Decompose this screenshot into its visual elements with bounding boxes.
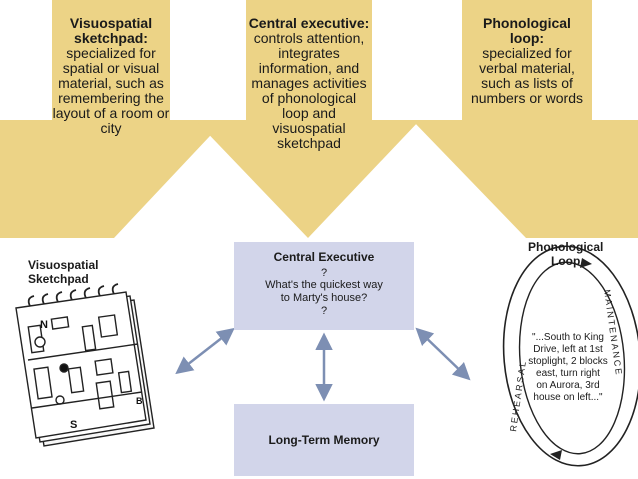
loop-line-1: "...South to King bbox=[532, 332, 604, 343]
callout-central-text: controls attention, integrates informati… bbox=[251, 30, 367, 151]
map-label-s: S bbox=[70, 419, 77, 431]
loop-line-2: Drive, left at 1st bbox=[533, 344, 603, 355]
connector-ce-pl bbox=[415, 327, 471, 381]
arrow-phonological bbox=[412, 0, 638, 238]
map-label-n: N bbox=[40, 319, 48, 331]
arrow-visuospatial bbox=[0, 0, 225, 238]
loop-line-5: on Aurora, 3rd bbox=[536, 380, 600, 391]
sketchpad-drawing bbox=[15, 283, 155, 447]
callout-central-title: Central executive: bbox=[248, 15, 370, 31]
sketchpad-title-line-1: Visuospatial bbox=[28, 258, 99, 272]
loop-arrowhead-top bbox=[580, 258, 592, 268]
connector-ce-vs bbox=[175, 327, 235, 375]
callout-phonological-text: specialized for verbal material, such as… bbox=[470, 45, 584, 106]
sketchpad-title: Visuospatial Sketchpad bbox=[28, 258, 98, 286]
callout-phonological: Phonological loop: specialized for verba… bbox=[466, 16, 588, 106]
callout-phonological-title: Phonological loop: bbox=[483, 15, 571, 46]
arrow-central bbox=[195, 0, 420, 238]
phonological-title-line-2: Loop bbox=[551, 254, 581, 268]
loop-line-4: east, turn right bbox=[536, 368, 600, 379]
loop-arrowhead-bottom bbox=[550, 450, 562, 460]
map-label-b: B bbox=[136, 396, 143, 406]
phonological-title-line-1: Phonological bbox=[528, 240, 604, 254]
question-mark-top: ? bbox=[320, 267, 328, 279]
loop-line-6: house on left..." bbox=[533, 392, 603, 403]
phonological-loop-title: Phonological Loop bbox=[528, 240, 603, 268]
loop-rehearsal-text: "...South to King Drive, left at 1st sto… bbox=[528, 332, 608, 404]
callout-visuospatial: Visuospatial sketchpad: specialized for … bbox=[52, 16, 170, 136]
long-term-memory-box: Long-Term Memory bbox=[234, 404, 414, 476]
loop-outer-ellipse bbox=[502, 245, 638, 467]
callout-visuospatial-text: specialized for spatial or visual materi… bbox=[52, 45, 170, 136]
callout-visuospatial-title: Visuospatial sketchpad: bbox=[69, 15, 153, 46]
question-mark-bottom: ? bbox=[320, 305, 328, 317]
loop-line-3: stoplight, 2 blocks bbox=[528, 356, 608, 367]
loop-inner-ellipse bbox=[518, 261, 626, 455]
sketchpad-title-line-2: Sketchpad bbox=[28, 272, 89, 286]
question-line-2: to Marty's house? bbox=[280, 292, 368, 304]
callout-central: Central executive: controls attention, i… bbox=[248, 16, 370, 151]
central-executive-box: Central Executive ? What's the quickest … bbox=[234, 242, 414, 330]
central-executive-title: Central Executive bbox=[273, 250, 375, 264]
long-term-memory-title: Long-Term Memory bbox=[268, 433, 380, 447]
question-line-1: What's the quickest way bbox=[265, 279, 383, 291]
